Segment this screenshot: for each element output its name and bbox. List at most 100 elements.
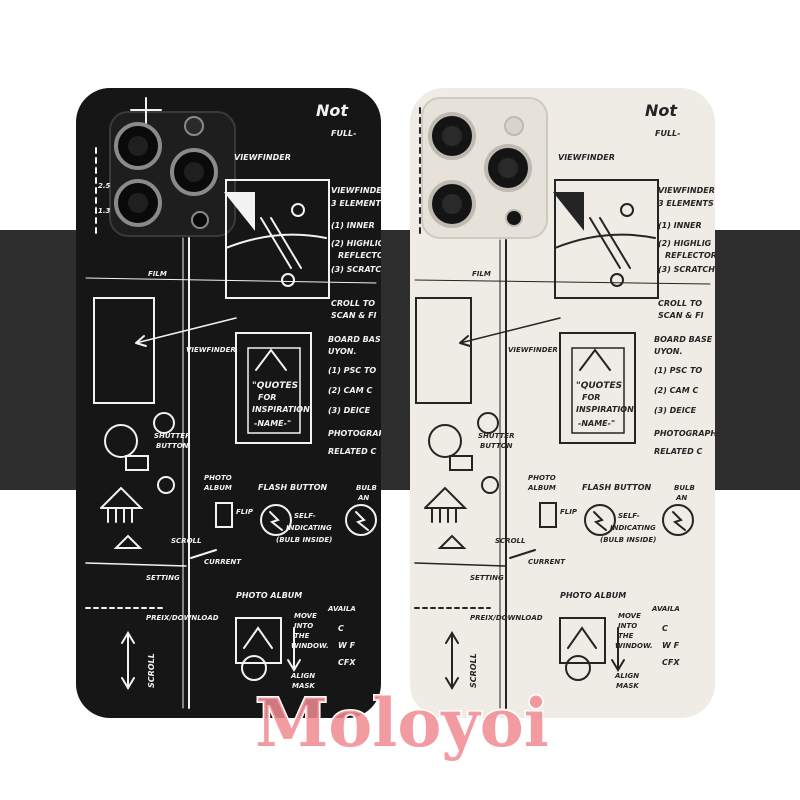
sketch-avail-2: C bbox=[338, 624, 344, 633]
sketch-move-3: THE bbox=[618, 632, 634, 640]
sketch-avail-3: W F bbox=[338, 641, 356, 650]
sketch-avail-1: AVAILA bbox=[651, 605, 680, 613]
sketch-quotes-4: -NAME-" bbox=[254, 419, 291, 428]
sketch-list-2: (2) CAM C bbox=[654, 386, 698, 395]
sketch-quotes-1: "QUOTES bbox=[252, 381, 298, 391]
brand-watermark: Moloyoi bbox=[254, 683, 551, 764]
watermark-text: Moloyoi bbox=[255, 684, 549, 762]
sketch-list-2: (2) CAM C bbox=[328, 386, 372, 395]
sketch-move-1: MOVE bbox=[294, 612, 317, 620]
sketch-board-1: BOARD BASE bbox=[328, 335, 381, 344]
sketch-current: CURRENT bbox=[528, 558, 566, 566]
sketch-not: Not bbox=[645, 101, 678, 120]
sketch-move-4: WINDOW. bbox=[615, 642, 653, 650]
sketch-scroll-scan-2: SCAN & FI bbox=[658, 311, 704, 320]
sketch-shutter-2: BUTTON bbox=[480, 442, 513, 450]
sketch-move-4: WINDOW. bbox=[291, 642, 329, 650]
sketch-vf-line-6: (3) SCRATCH bbox=[331, 265, 381, 274]
sketch-vf-line-4: (2) HIGHLIG bbox=[331, 239, 381, 248]
sketch-film: FILM bbox=[472, 270, 491, 278]
sketch-film: FILM bbox=[148, 270, 167, 278]
sketch-vf-line-5: REFLECTOR bbox=[338, 251, 381, 260]
sketch-plus-2: 1.3 bbox=[98, 207, 111, 215]
sketch-photo-album-1: PHOTO bbox=[528, 474, 556, 482]
sketch-viewfinder: VIEWFINDER bbox=[234, 153, 291, 162]
phone-case-black: Not FULL- VIEWFINDER VIEWFINDER 3 ELEMEN… bbox=[76, 88, 381, 718]
sketch-self-1: SELF- bbox=[294, 512, 316, 520]
sketch-vf-line-4: (2) HIGHLIG bbox=[658, 239, 712, 248]
sketch-shutter-1: SHUTTER bbox=[478, 432, 514, 440]
sketch-photo-album-2: ALBUM bbox=[527, 484, 556, 492]
sketch-vf-line-6: (3) SCRATCH bbox=[658, 265, 715, 274]
blueprint-sketch-black: Not FULL- VIEWFINDER VIEWFINDER 3 ELEMEN… bbox=[85, 97, 381, 709]
sketch-bulb-1: BULB bbox=[674, 484, 695, 492]
sketch-quotes-2: FOR bbox=[582, 393, 600, 402]
sketch-bulb-1: BULB bbox=[356, 484, 377, 492]
sketch-self-2: INDICATING bbox=[610, 524, 656, 532]
sketch-scroll-scan-1: CROLL TO bbox=[658, 299, 702, 308]
sketch-bulb-2: AN bbox=[675, 494, 687, 502]
sketch-viewfinder-small: VIEWFINDER bbox=[186, 346, 236, 354]
sketch-not: Not bbox=[316, 101, 349, 120]
sketch-full: FULL- bbox=[655, 129, 680, 138]
sketch-move-1: MOVE bbox=[618, 612, 641, 620]
sketch-scroll-scan-2: SCAN & FI bbox=[331, 311, 377, 320]
sketch-quotes-3: INSPIRATION bbox=[252, 405, 310, 414]
sketch-list-3: (3) DEICE bbox=[654, 406, 697, 415]
sketch-avail-3: W F bbox=[662, 641, 680, 650]
sketch-photo-album-header: PHOTO ALBUM bbox=[560, 591, 626, 600]
sketch-shutter-1: SHUTTER bbox=[154, 432, 190, 440]
sketch-self-2: INDICATING bbox=[286, 524, 332, 532]
sketch-scroll: SCROLL bbox=[171, 537, 201, 545]
sketch-quotes-4: -NAME-" bbox=[578, 419, 615, 428]
phone-case-white: Not FULL- VIEWFINDER VIEWFINDER 3 ELEMEN… bbox=[410, 88, 715, 718]
sketch-download: PREIX/DOWNLOAD bbox=[146, 614, 219, 622]
sketch-move-3: THE bbox=[294, 632, 310, 640]
sketch-plus-1: 2.5 bbox=[98, 182, 111, 190]
sketch-align-1: ALIGN bbox=[290, 672, 315, 680]
sketch-self-3: (BULB INSIDE) bbox=[276, 536, 332, 544]
sketch-scroll-vertical: SCROLL bbox=[469, 653, 478, 688]
sketch-photograph-2: RELATED C bbox=[654, 447, 702, 456]
sketch-align-2: MASK bbox=[616, 682, 639, 690]
sketch-photograph-2: RELATED C bbox=[328, 447, 376, 456]
sketch-download: PREIX/DOWNLOAD bbox=[470, 614, 543, 622]
sketch-setting: SETTING bbox=[146, 574, 180, 582]
sketch-flip: FLIP bbox=[236, 508, 254, 516]
sketch-bulb-2: AN bbox=[357, 494, 369, 502]
blueprint-sketch-white: Not FULL- VIEWFINDER VIEWFINDER 3 ELEMEN… bbox=[414, 97, 715, 709]
sketch-list-3: (3) DEICE bbox=[328, 406, 371, 415]
sketch-viewfinder-small: VIEWFINDER bbox=[508, 346, 558, 354]
sketch-vf-line-3: (1) INNER bbox=[658, 221, 702, 230]
sketch-avail-2: C bbox=[662, 624, 668, 633]
sketch-list-1: (1) PSC TO bbox=[328, 366, 376, 375]
sketch-vf-line-5: REFLECTOR bbox=[665, 251, 715, 260]
sketch-vf-line-1: VIEWFINDER bbox=[331, 186, 381, 195]
sketch-list-1: (1) PSC TO bbox=[654, 366, 702, 375]
sketch-viewfinder: VIEWFINDER bbox=[558, 153, 615, 162]
sketch-avail-4: CFX bbox=[338, 658, 356, 667]
sketch-quotes-3: INSPIRATION bbox=[576, 405, 634, 414]
sketch-vf-line-2: 3 ELEMENTS bbox=[331, 199, 381, 208]
sketch-vf-line-3: (1) INNER bbox=[331, 221, 375, 230]
sketch-vf-line-2: 3 ELEMENTS bbox=[658, 199, 714, 208]
sketch-photo-album-2: ALBUM bbox=[203, 484, 232, 492]
sketch-board-2: UYON. bbox=[328, 347, 357, 356]
sketch-current: CURRENT bbox=[204, 558, 242, 566]
sketch-flash-button: FLASH BUTTON bbox=[582, 483, 651, 492]
sketch-avail-1: AVAILA bbox=[327, 605, 356, 613]
sketch-align-2: MASK bbox=[292, 682, 315, 690]
sketch-setting: SETTING bbox=[470, 574, 504, 582]
sketch-quotes-2: FOR bbox=[258, 393, 276, 402]
sketch-photo-album-header: PHOTO ALBUM bbox=[236, 591, 302, 600]
sketch-scroll: SCROLL bbox=[495, 537, 525, 545]
sketch-shutter-2: BUTTON bbox=[156, 442, 189, 450]
sketch-photo-album-1: PHOTO bbox=[204, 474, 232, 482]
sketch-align-1: ALIGN bbox=[614, 672, 639, 680]
sketch-scroll-scan-1: CROLL TO bbox=[331, 299, 375, 308]
sketch-board-2: UYON. bbox=[654, 347, 683, 356]
sketch-self-3: (BULB INSIDE) bbox=[600, 536, 656, 544]
sketch-board-1: BOARD BASE bbox=[654, 335, 713, 344]
sketch-quotes-1: "QUOTES bbox=[576, 381, 622, 391]
